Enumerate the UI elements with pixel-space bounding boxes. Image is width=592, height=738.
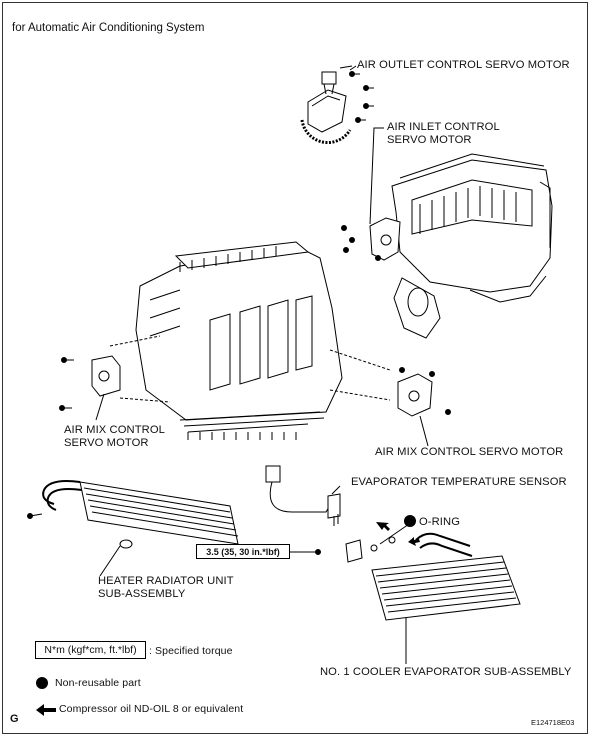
compressor-oil-arrows (376, 522, 420, 546)
cooler-evaporator-drawing (315, 532, 521, 621)
legend-non-reusable-icon (36, 677, 48, 689)
label-heater-radiator-line2: SUB-ASSEMBLY (98, 588, 186, 600)
label-air-outlet-servo: AIR OUTLET CONTROL SERVO MOTOR (357, 59, 570, 71)
heater-case-drawing (135, 241, 343, 440)
leader-air-inlet (369, 127, 384, 225)
label-cooler-evaporator: NO. 1 COOLER EVAPORATOR SUB-ASSEMBLY (320, 666, 572, 678)
evaporator-sensor-drawing (265, 465, 341, 526)
leader-air-outlet (339, 65, 353, 69)
label-air-mix-left-line2: SERVO MOTOR (64, 437, 149, 449)
leader-heater (99, 545, 121, 577)
leader-air-mix-right (419, 415, 429, 447)
label-air-mix-left-line1: AIR MIX CONTROL (64, 424, 165, 436)
label-o-ring: O-RING (419, 516, 460, 528)
legend-non-reusable-text: Non-reusable part (55, 677, 141, 689)
legend-compressor-oil-text: Compressor oil ND-OIL 8 or equivalent (59, 703, 244, 715)
compressor-oil-legend-arrow (36, 704, 56, 716)
torque-spec-box: 3.5 (35, 30 in.*lbf) (196, 544, 290, 559)
air-inlet-servo-motor-drawing (341, 217, 401, 261)
diagram-header: for Automatic Air Conditioning System (12, 22, 205, 34)
air-outlet-servo-motor-drawing (300, 71, 374, 144)
blower-case-drawing (391, 153, 553, 339)
legend-torque-desc: : Specified torque (149, 645, 233, 657)
leader-air-mix-left (95, 393, 105, 421)
air-mix-servo-left-drawing (59, 335, 171, 411)
label-heater-radiator-line1: HEATER RADIATOR UNIT (98, 575, 234, 587)
figure-code: E124718E03 (531, 718, 575, 727)
air-mix-servo-right-drawing (329, 349, 451, 417)
page-letter: G (10, 713, 19, 725)
label-air-inlet-servo-line1: AIR INLET CONTROL (387, 121, 500, 133)
label-air-mix-right: AIR MIX CONTROL SERVO MOTOR (375, 446, 564, 458)
leader-evap-sensor (331, 485, 341, 495)
legend-torque-unit-box: N*m (kgf*cm, ft.*lbf) (35, 641, 146, 659)
heater-radiator-drawing (27, 480, 239, 549)
label-evaporator-temp-sensor: EVAPORATOR TEMPERATURE SENSOR (351, 476, 567, 488)
label-air-inlet-servo-line2: SERVO MOTOR (387, 134, 472, 146)
non-reusable-marker-icon (404, 515, 416, 527)
